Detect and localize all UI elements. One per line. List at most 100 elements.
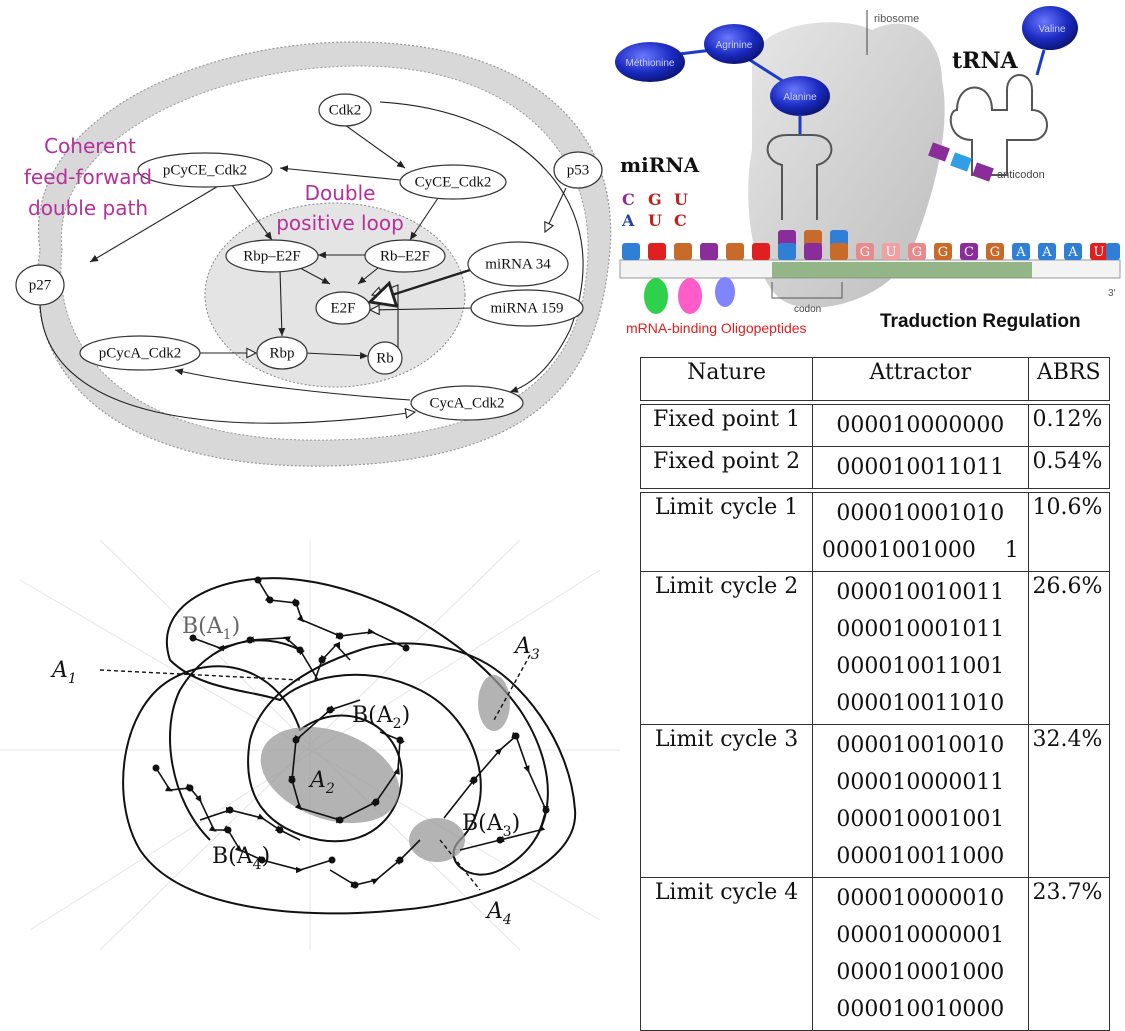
label-b-a3: B(A3) [462, 811, 520, 840]
double-loop-label-1: Double [305, 181, 376, 205]
node-cyce-cdk2: CyCE_Cdk2 [399, 164, 507, 200]
svg-text:Rb: Rb [376, 350, 394, 366]
svg-text:U: U [674, 190, 688, 209]
mirna-letters-top: C G U [622, 190, 688, 209]
svg-text:C: C [622, 190, 635, 209]
header-attractor: Attractor [812, 357, 1029, 401]
table-row: Limit cycle 2 000010010011 000010001011 … [639, 571, 1111, 725]
traduction-regulation-label: Traduction Regulation [880, 311, 1081, 332]
row-nature: Fixed point 1 [639, 404, 814, 447]
node-e2f: E2F [315, 291, 371, 325]
three-prime-label: 3' [1108, 288, 1116, 299]
svg-text:G: G [938, 245, 948, 260]
svg-text:C: C [964, 245, 974, 260]
valine-bead [1022, 6, 1078, 50]
svg-text:A: A [1067, 245, 1078, 260]
codon-label: codon [794, 304, 821, 315]
node-cdk2: Cdk2 [318, 93, 372, 127]
node-rb-e2f: Rb–E2F [364, 239, 446, 273]
svg-text:E2F: E2F [330, 300, 355, 316]
node-p53: p53 [553, 151, 603, 189]
attractor-a3-region [478, 675, 510, 731]
row-codes: 000010001010 00001001000 1 [812, 492, 1029, 572]
mirna-letters-bottom: A U C [621, 211, 687, 230]
svg-text:C: C [674, 211, 687, 230]
oligopeptide-pink [678, 278, 702, 314]
svg-text:Rbp–E2F: Rbp–E2F [243, 248, 301, 264]
alanine-bead [770, 76, 830, 116]
svg-text:pCycA_Cdk2: pCycA_Cdk2 [99, 345, 182, 361]
row-nature: Limit cycle 1 [639, 492, 814, 572]
svg-text:G: G [860, 245, 870, 260]
table-row: Limit cycle 1 000010001010 00001001000 1… [639, 492, 1111, 572]
label-a1: A1 [50, 658, 77, 687]
row-codes: 000010010010 000010000011 000010001001 0… [812, 724, 1029, 878]
row-abrs: 10.6% [1027, 492, 1111, 572]
label-b-a2: B(A2) [352, 703, 410, 732]
ribosome-label: ribosome [874, 13, 919, 25]
svg-text:Cdk2: Cdk2 [329, 102, 362, 118]
svg-text:Rbp: Rbp [269, 345, 294, 361]
oligopeptide-green [644, 278, 668, 314]
svg-text:miRNA 34: miRNA 34 [485, 256, 551, 272]
coherent-label-3: double path [28, 196, 148, 220]
row-abrs: 0.54% [1027, 446, 1111, 489]
methionine-label: Méthionine [626, 58, 675, 69]
row-abrs: 0.12% [1027, 404, 1111, 447]
node-p27: p27 [15, 264, 65, 306]
table-header-row: Nature Attractor ABRS [639, 357, 1111, 401]
agrinine-label: Agrinine [716, 40, 753, 51]
node-mirna-159: miRNA 159 [470, 289, 584, 327]
row-nature: Limit cycle 2 [639, 571, 814, 725]
node-mirna-34: miRNA 34 [467, 241, 569, 287]
node-rb: Rb [367, 341, 403, 375]
node-pcyca-cdk2: pCycA_Cdk2 [79, 335, 201, 371]
header-nature: Nature [639, 357, 814, 401]
row-codes: 000010000000 [812, 404, 1029, 447]
label-b-a4: B(A4) [212, 844, 270, 873]
node-pcyce-cdk2: pCyCE_Cdk2 [137, 152, 273, 188]
valine-label: Valine [1038, 24, 1065, 35]
anticodon-label: anticodon [997, 169, 1045, 181]
oligopeptide-lavender [715, 277, 735, 307]
row-nature: Limit cycle 3 [639, 724, 814, 878]
mrna-letters: G U G G C G A A A U [860, 245, 1105, 260]
row-nature: Fixed point 2 [639, 446, 814, 489]
row-abrs: 26.6% [1027, 571, 1111, 725]
basin-b-a1-outline [166, 577, 549, 876]
svg-text:pCyCE_Cdk2: pCyCE_Cdk2 [163, 162, 247, 178]
attractor-a4-region [409, 818, 465, 862]
row-codes: 000010011011 [812, 446, 1029, 489]
svg-text:CycA_Cdk2: CycA_Cdk2 [430, 395, 505, 411]
table-row: Limit cycle 4 000010000010 000010000001 … [639, 877, 1111, 1031]
attractor-table-container: Nature Attractor ABRS Fixed point 1 0000… [639, 357, 1111, 1031]
regulatory-network-diagram: Cdk2 pCyCE_Cdk2 CyCE_Cdk2 p53 p27 Rbp–E2… [15, 41, 612, 467]
node-rbp-e2f: Rbp–E2F [225, 239, 319, 273]
coherent-label-2: feed-forward [24, 165, 152, 189]
alanine-label: Alanine [783, 92, 817, 103]
svg-text:A: A [621, 211, 635, 230]
label-a4: A4 [485, 899, 512, 928]
table-row: Fixed point 1 000010000000 0.12% [639, 404, 1111, 447]
svg-text:p27: p27 [29, 277, 52, 293]
table-row: Limit cycle 3 000010010010 000010000011 … [639, 724, 1111, 878]
svg-text:miRNA 159: miRNA 159 [491, 300, 564, 316]
coherent-label-1: Coherent [44, 134, 136, 158]
row-nature: Limit cycle 4 [639, 877, 814, 1031]
label-a2: A2 [308, 768, 335, 797]
row-abrs: 23.7% [1027, 877, 1111, 1031]
methionine-bead [615, 42, 685, 82]
row-abrs: 32.4% [1027, 724, 1111, 878]
svg-text:A: A [1015, 245, 1026, 260]
attractor-table: Nature Attractor ABRS Fixed point 1 0000… [639, 357, 1111, 1031]
svg-text:A: A [1041, 245, 1052, 260]
row-codes: 000010010011 000010001011 000010011001 0… [812, 571, 1029, 725]
label-b-a1: B(A1) [182, 614, 240, 643]
double-loop-label-2: positive loop [276, 211, 404, 235]
table-row: Fixed point 2 000010011011 0.54% [639, 446, 1111, 489]
mirna-label: miRNA [620, 153, 700, 177]
svg-text:G: G [912, 245, 922, 260]
node-rbp: Rbp [256, 336, 308, 370]
svg-text:Rb–E2F: Rb–E2F [380, 248, 430, 264]
row-codes: 000010000010 000010000001 000010001000 0… [812, 877, 1029, 1031]
